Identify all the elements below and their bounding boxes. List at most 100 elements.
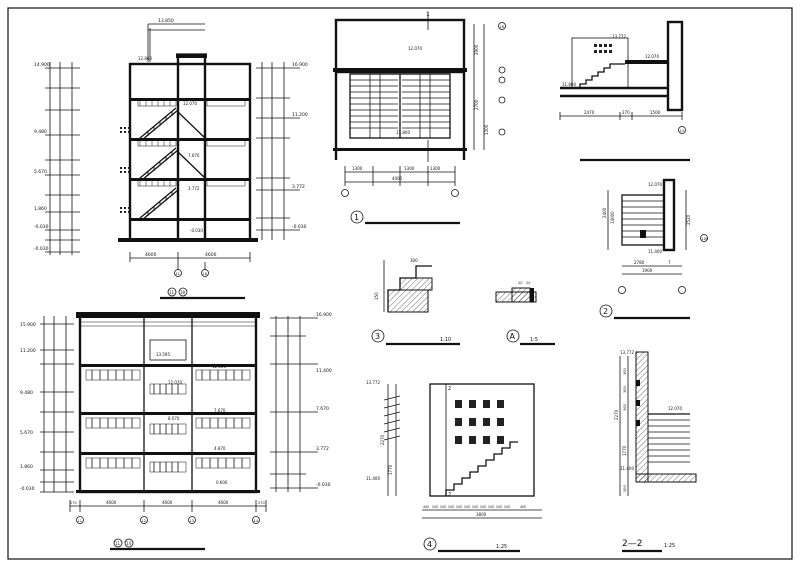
detail4-callout: 4 [427, 540, 432, 549]
detail4-bd-6: 200 [472, 505, 478, 509]
section1-side-dim-0: 2900 [474, 44, 479, 55]
detail2-bottom-total: 1900 [642, 268, 653, 273]
section-1: 1 18 12.070 11.800 2900 2700 1300 1300 1… [333, 11, 506, 225]
left-level-5: -0.030 [34, 224, 49, 230]
inner-level-3: -0.030 [190, 228, 203, 233]
left-level-0: 14.900 [34, 62, 50, 68]
facade-inner-2: 12.070 [168, 380, 182, 385]
detail2-callout: 2 [603, 307, 608, 316]
facade-left-1: 11.200 [20, 348, 36, 354]
detail4-bd-7: 200 [480, 505, 486, 509]
detailA-dim-1: 20 [526, 281, 530, 285]
s22-side-0: 300 [623, 368, 627, 375]
s22-level-2: 11.400 [620, 466, 634, 471]
detail4-bd-9: 200 [496, 505, 502, 509]
left-level-4: 1.860 [34, 206, 47, 212]
detail2-level-bottom: 11.400 [648, 249, 662, 254]
detail3-scale: 1:10 [440, 337, 451, 343]
left-level-3: 5.670 [34, 169, 47, 175]
facade-bottom-4: 270 [258, 501, 265, 505]
detail3-callout: 3 [375, 332, 380, 341]
facade-mark-1: 12 [142, 519, 146, 523]
facade-bottom-0: 270 [70, 501, 77, 505]
section1-side-dim-1: 2700 [474, 99, 479, 110]
detail4-bd-3: 200 [448, 505, 454, 509]
right-level-4: -0.030 [292, 224, 307, 230]
s22-side-1: 300 [623, 386, 627, 393]
facade-left-4: 1.860 [20, 464, 33, 470]
s22-side-3: 2270 [614, 409, 619, 420]
facade-title-axis-0: 11 [115, 541, 121, 546]
inner-level-1: 7.670 [188, 153, 200, 158]
axis-label-0: 11 [176, 272, 180, 276]
detail-tr-bottom-1: 270 [622, 110, 630, 115]
detail-tr-bottom-2: 1500 [650, 110, 661, 115]
section1-level-center: 12.070 [408, 46, 422, 51]
detail-tr-level-1: 12.070 [645, 54, 659, 59]
detail4-bd-0: 400 [423, 505, 429, 509]
facade-left-2: 9.480 [20, 390, 33, 396]
section1-callout: 1 [354, 213, 359, 222]
facade-right-2: 7.670 [316, 406, 329, 412]
section1-level-bottom: 11.800 [396, 130, 410, 135]
detail4-bd-5: 200 [464, 505, 470, 509]
detailA-callout: A [510, 332, 516, 341]
detail2-level: 12.070 [648, 182, 662, 187]
detailA-dim-0: 20 [518, 281, 522, 285]
detail4-bd-10: 200 [504, 505, 510, 509]
detail4-side-dim-0: 2270 [380, 434, 385, 445]
facade-mark-0: 11 [78, 519, 82, 523]
facade-mark-3: 14 [254, 519, 259, 523]
facade-bottom-left: 13.595 12.550 12.070 8.070 7.670 4.870 0… [20, 312, 332, 551]
inner-level-0: 12.070 [183, 101, 197, 106]
axis-label-1: 18 [203, 272, 207, 276]
detail-4: 2 2 13.772 11.400 2270 1770 400 200 200 … [366, 380, 542, 553]
facade-inner-5: 4.870 [214, 446, 226, 451]
elevation-top-left: 14.900 9.480 5.670 1.860 -0.030 -0.030 1… [34, 18, 308, 300]
left-level-2: 9.480 [34, 129, 47, 135]
detail4-bd-2: 200 [440, 505, 446, 509]
section1-bottom-dim-1: 1300 [404, 166, 415, 171]
detailA-scale: 1:5 [530, 337, 538, 343]
s22-side-5: 300 [623, 485, 627, 492]
section1-bottom-dim-2: 1300 [430, 166, 441, 171]
facade-right-0: 16.900 [316, 312, 332, 318]
bottom-dim-0: 4600 [145, 252, 157, 258]
s22-title: 2—2 [622, 539, 642, 549]
s22-level-1: 12.070 [668, 406, 682, 411]
detail2-bottom-1: 7 [668, 260, 671, 265]
s22-scale: 1:25 [664, 543, 675, 549]
detail4-scale: 1:25 [496, 544, 507, 550]
left-level-6: -0.030 [34, 246, 49, 252]
detail2-left-dim-1: 14000 [610, 211, 615, 224]
section1-side-dim-2: 1300 [484, 124, 489, 135]
detail4-level-1: 11.400 [366, 476, 380, 481]
facade-bottom-2: 4600 [162, 500, 173, 505]
bottom-dim-1: 4600 [205, 252, 217, 258]
facade-title-axis-1: 14 [126, 541, 132, 546]
facade-inner-6: 0.600 [216, 480, 228, 485]
detail2-left-dim-0: 2400 [602, 207, 607, 218]
facade-mark-2: 13 [190, 519, 194, 523]
detail3-dim-1: 150 [374, 292, 379, 300]
detail4-bd-1: 200 [432, 505, 438, 509]
detail4-bd-11: 400 [520, 505, 526, 509]
section1-top-mark-1: 18 [500, 25, 504, 29]
title-axis-1: 18 [180, 290, 186, 295]
detail-tr-level-2: 11.800 [562, 82, 576, 87]
facade-bottom-1: 4600 [106, 500, 117, 505]
facade-left-3: 5.670 [20, 430, 33, 436]
right-level-1: 11.200 [292, 112, 308, 118]
detail2-right-dim-0: 2520 [686, 214, 691, 225]
facade-inner-0: 13.595 [156, 352, 170, 357]
detail4-top-mark: 2 [448, 386, 451, 392]
detail4-level-0: 13.772 [366, 380, 380, 385]
detail-tr-axis: 13 [680, 129, 684, 133]
s22-side-4: 1770 [622, 445, 627, 456]
detail4-side-dim-1: 1770 [388, 464, 393, 475]
detail4-bd-8: 200 [488, 505, 494, 509]
s22-side-2: 300 [623, 404, 627, 411]
detail3-dim-0: 300 [410, 258, 418, 263]
facade-right-4: -0.030 [316, 482, 331, 488]
